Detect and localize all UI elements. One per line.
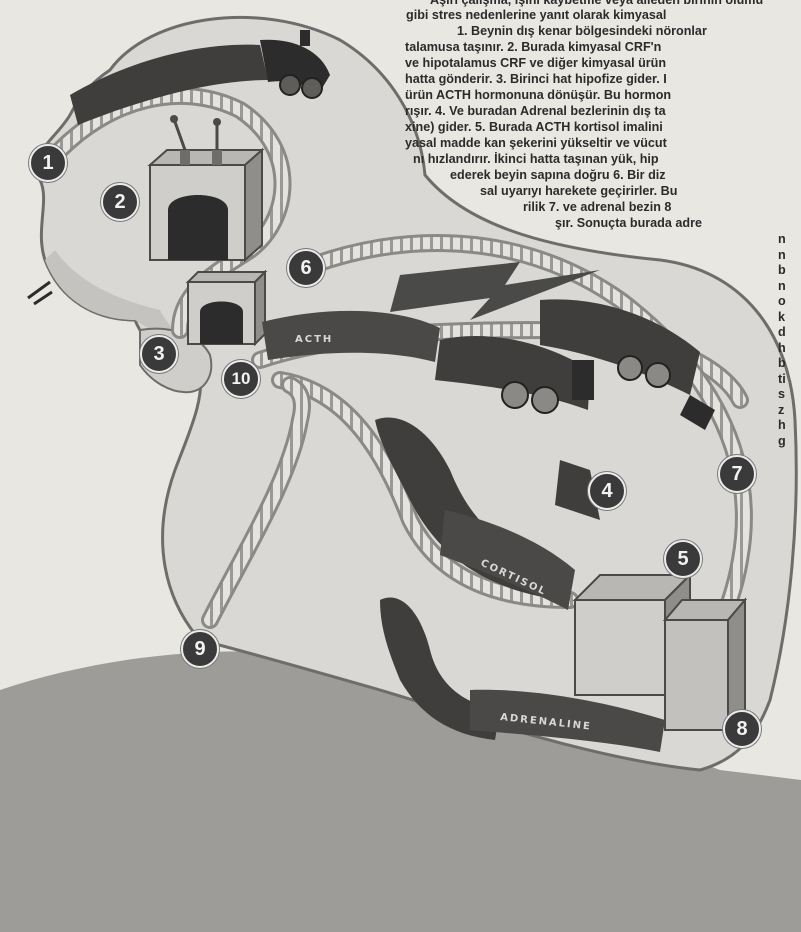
- fragment: s: [778, 387, 786, 403]
- caption-line-8: rışır. 4. Ve buradan Adrenal bezlerinin …: [405, 104, 666, 120]
- acth-wagon-label: ACTH: [295, 334, 333, 345]
- pituitary-box: [188, 272, 265, 344]
- marker-2: 2: [101, 183, 139, 221]
- fragment: k: [778, 310, 786, 326]
- fragment: d: [778, 325, 786, 341]
- caption-line-2: gibi stres nedenlerine yanıt olarak kimy…: [406, 8, 666, 24]
- eye-mark: [28, 282, 52, 304]
- fragment: h: [778, 418, 786, 434]
- fragment: n: [778, 232, 786, 248]
- marker-6: 6: [287, 249, 325, 287]
- fragment: g: [778, 434, 786, 450]
- caption-line-14: rilik 7. ve adrenal bezin 8: [523, 200, 671, 216]
- marker-8: 8: [723, 710, 761, 748]
- fragment: n: [778, 279, 786, 295]
- fragment: b: [778, 263, 786, 279]
- caption-line-6: hatta gönderir. 3. Birinci hat hipofize …: [405, 72, 667, 88]
- caption-line-10: yasal madde kan şekerini yükseltir ve vü…: [405, 136, 667, 152]
- marker-7: 7: [718, 455, 756, 493]
- caption-column-fragments: n n b n o k d h b ti s z h g: [778, 232, 786, 449]
- caption-line-4: talamusa taşınır. 2. Burada kimyasal CRF…: [405, 40, 661, 56]
- fragment: n: [778, 248, 786, 264]
- caption-line-12: ederek beyin sapına doğru 6. Bir diz: [450, 168, 666, 184]
- fragment: z: [778, 403, 786, 419]
- caption-line-5: ve hipotalamus CRF ve diğer kimyasal ürü…: [405, 56, 666, 72]
- marker-9: 9: [181, 630, 219, 668]
- caption-line-13: sal uyarıyı harekete geçirirler. Bu: [480, 184, 677, 200]
- caption-line-7: ürün ACTH hormonuna dönüşür. Bu hormon: [405, 88, 671, 104]
- marker-1: 1: [29, 144, 67, 182]
- marker-3: 3: [140, 335, 178, 373]
- caption-line-9: xine) gider. 5. Burada ACTH kortisol ima…: [405, 120, 663, 136]
- fragment: ti: [778, 372, 786, 388]
- caption-line-15: şır. Sonuçta burada adre: [555, 216, 702, 232]
- caption-line-3: 1. Beynin dış kenar bölgesindeki nöronla…: [457, 24, 707, 40]
- marker-4: 4: [588, 472, 626, 510]
- fragment: o: [778, 294, 786, 310]
- marker-10: 10: [222, 360, 260, 398]
- marker-5: 5: [664, 540, 702, 578]
- fragment: b: [778, 356, 786, 372]
- fragment: h: [778, 341, 786, 357]
- caption-line-11: nı hızlandırır. İkinci hatta taşınan yük…: [413, 152, 659, 168]
